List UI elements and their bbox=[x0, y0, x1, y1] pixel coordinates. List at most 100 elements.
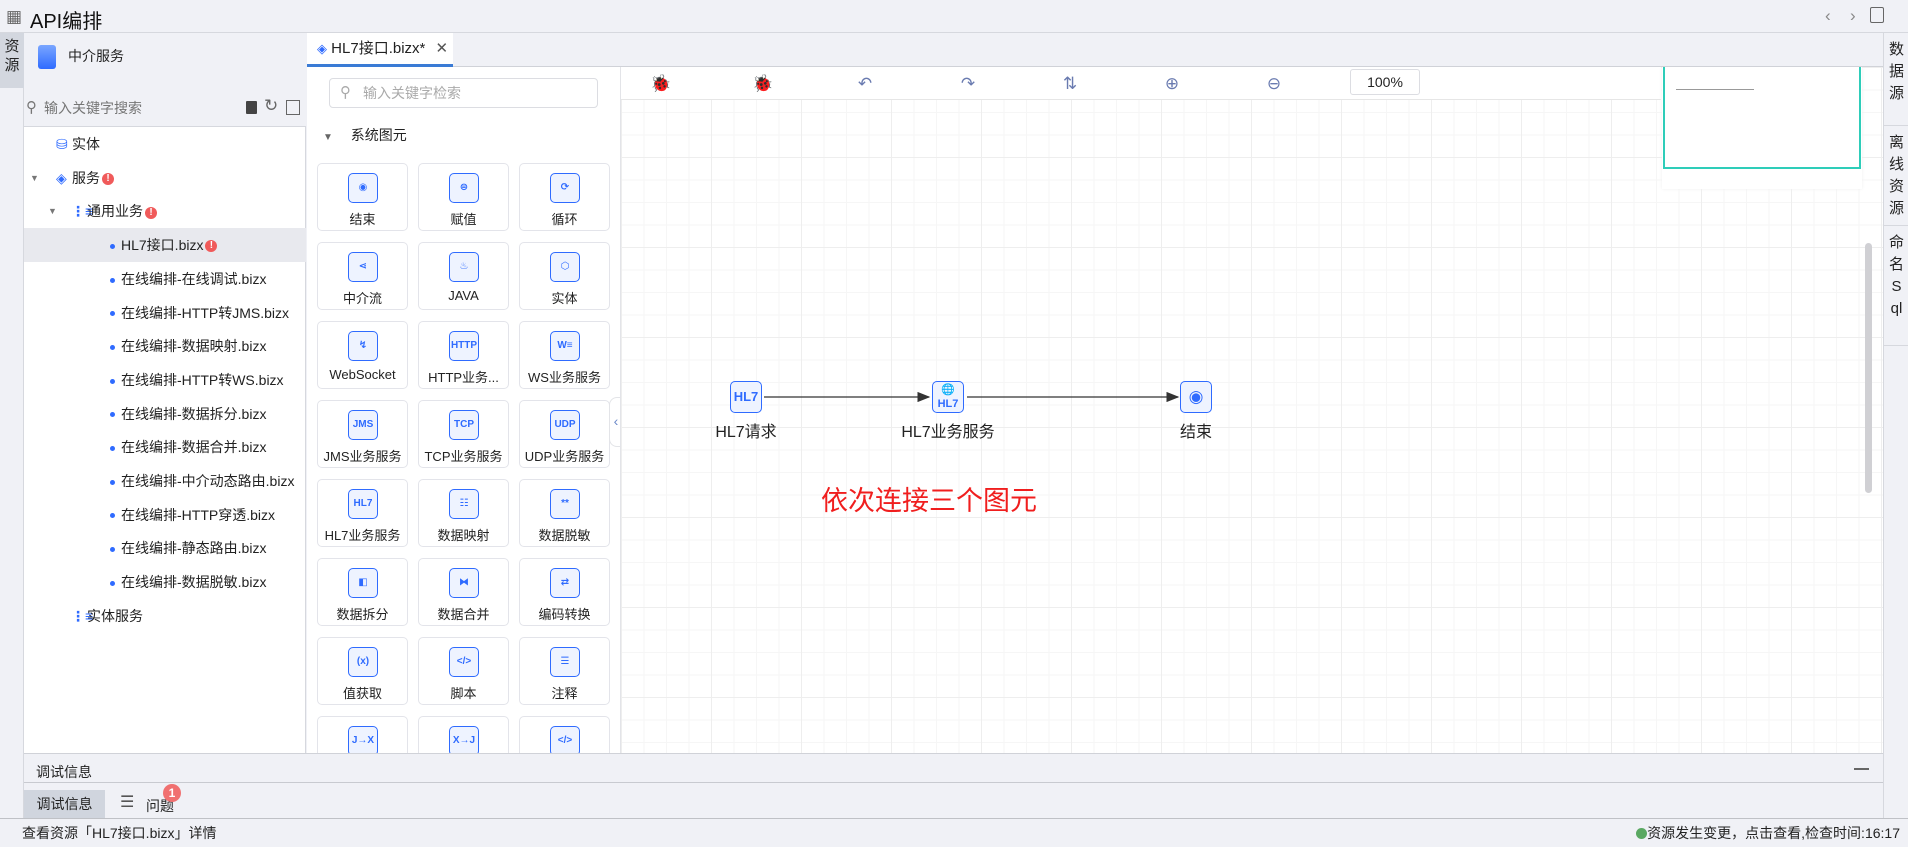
status-resource-link[interactable]: 查看资源「HL7接口.bizx」详情 bbox=[22, 825, 217, 841]
tcp-icon: TCP bbox=[449, 410, 479, 440]
minimap-viewport[interactable] bbox=[1663, 67, 1861, 169]
minimize-icon[interactable] bbox=[1854, 768, 1869, 770]
app-title: API编排 bbox=[30, 11, 103, 33]
palette-item[interactable]: ◉结束 bbox=[317, 163, 408, 231]
file-dot-icon bbox=[110, 531, 115, 565]
list-icon: ☰ bbox=[120, 794, 135, 811]
tree-item-text: 在线编排-数据合并.bizx bbox=[121, 439, 267, 456]
diagram-canvas[interactable]: 🐞 🐞 ↶ ↷ ⇅ ⊕ ⊖ 100% HL7 HL7请求 🌐HL7 HL7业务服… bbox=[621, 67, 1883, 753]
caret-down-icon[interactable]: ▼ bbox=[30, 172, 39, 183]
palette-item[interactable]: ☷数据映射 bbox=[418, 479, 509, 547]
palette-item[interactable]: ↯WebSocket bbox=[317, 321, 408, 389]
canvas-scrollbar[interactable] bbox=[1865, 243, 1872, 493]
debug-step-icon[interactable]: 🐞 bbox=[752, 74, 774, 93]
element-palette: ⚲ 输入关键字检索 ▼ 系统图元 ◉结束⊜赋值⟳循环 ⋖中介流♨JAVA⬡实体 ↯W… bbox=[307, 67, 621, 753]
ws-icon: W≡ bbox=[550, 331, 580, 361]
locate-icon[interactable] bbox=[246, 101, 257, 114]
tree-item[interactable]: ▼⋮≡通用业务! bbox=[24, 194, 306, 228]
status-change-notice[interactable]: 资源发生变更，点击查看,检查时间:16:17 bbox=[1636, 819, 1900, 847]
tab-offline-resources[interactable]: 离线资源 bbox=[1884, 126, 1908, 226]
palette-item[interactable]: **数据脱敏 bbox=[519, 479, 610, 547]
palette-item[interactable]: ⊜赋值 bbox=[418, 163, 509, 231]
tree-item-label: 在线编排-数据映射.bizx bbox=[121, 329, 266, 363]
undo-icon[interactable]: ↶ bbox=[857, 74, 873, 93]
palette-item[interactable]: ◧数据拆分 bbox=[317, 558, 408, 626]
tree-item[interactable]: 在线编排-数据脱敏.bizx bbox=[24, 565, 306, 599]
tab-hl7-interface[interactable]: ◈ HL7接口.bizx* ✕ bbox=[307, 33, 453, 67]
palette-item[interactable]: ♨JAVA bbox=[418, 242, 509, 310]
save-icon[interactable] bbox=[1870, 7, 1884, 23]
node-end-icon[interactable]: ◉ bbox=[1180, 381, 1212, 413]
palette-item[interactable]: ⧓数据合并 bbox=[418, 558, 509, 626]
tree-item[interactable]: 在线编排-HTTP转JMS.bizx bbox=[24, 296, 306, 330]
resource-panel: 中介服务 ⚲ ↻ ⛁实体▼◈服务!▼⋮≡通用业务!HL7接口.bizx!在线编排… bbox=[24, 33, 306, 753]
tree-item[interactable]: HL7接口.bizx! bbox=[24, 228, 306, 263]
minimap[interactable] bbox=[1662, 67, 1862, 189]
section-label: 系统图元 bbox=[350, 127, 407, 143]
right-strip: 数据源 离线资源 命名Sql bbox=[1883, 33, 1908, 818]
tab-named-sql[interactable]: 命名Sql bbox=[1884, 226, 1908, 346]
swap-icon[interactable]: ⇅ bbox=[1062, 74, 1078, 93]
palette-item[interactable]: </> bbox=[519, 716, 610, 753]
palette-item-label: 赋值 bbox=[450, 212, 477, 227]
palette-item[interactable]: </>脚本 bbox=[418, 637, 509, 705]
zoom-in-icon[interactable]: ⊕ bbox=[1164, 74, 1180, 93]
panel-title: 中介服务 bbox=[68, 48, 124, 64]
palette-item[interactable]: J→X bbox=[317, 716, 408, 753]
palette-item-label: 脚本 bbox=[450, 686, 477, 701]
debug-panel-title: 调试信息 bbox=[36, 764, 92, 780]
palette-item-label: JMS业务服务 bbox=[323, 449, 402, 464]
tree-item[interactable]: 在线编排-数据合并.bizx bbox=[24, 430, 306, 464]
tab-problems[interactable]: 问题 bbox=[146, 798, 174, 814]
tree-item[interactable]: ⛁实体 bbox=[24, 127, 306, 161]
refresh-icon[interactable]: ↻ bbox=[264, 96, 279, 115]
palette-item[interactable]: X→J bbox=[418, 716, 509, 753]
node-hl7-request-icon[interactable]: HL7 bbox=[730, 381, 762, 413]
tab-datasource[interactable]: 数据源 bbox=[1884, 33, 1908, 126]
palette-item[interactable]: ⋖中介流 bbox=[317, 242, 408, 310]
tree-item[interactable]: 在线编排-数据映射.bizx bbox=[24, 329, 306, 363]
zoom-out-icon[interactable]: ⊖ bbox=[1266, 74, 1282, 93]
close-icon[interactable]: ✕ bbox=[435, 40, 449, 57]
tree-item-text: 服务 bbox=[72, 169, 100, 186]
palette-item[interactable]: ⇄编码转换 bbox=[519, 558, 610, 626]
node-hl7-service-icon[interactable]: 🌐HL7 bbox=[932, 381, 964, 413]
redo-icon[interactable]: ↷ bbox=[960, 74, 976, 93]
tree-item[interactable]: 在线编排-HTTP穿透.bizx bbox=[24, 498, 306, 532]
udp-icon: UDP bbox=[550, 410, 580, 440]
debug-run-icon[interactable]: 🐞 bbox=[650, 74, 672, 93]
tree-item[interactable]: ▼◈服务! bbox=[24, 161, 306, 195]
tab-resources[interactable]: 资源 bbox=[0, 33, 24, 88]
tree-search-input[interactable] bbox=[44, 97, 244, 119]
tree-item[interactable]: 在线编排-在线调试.bizx bbox=[24, 262, 306, 296]
collapse-palette-handle[interactable]: ‹ bbox=[609, 397, 620, 447]
zoom-level[interactable]: 100% bbox=[1350, 69, 1420, 95]
palette-item[interactable]: (x)值获取 bbox=[317, 637, 408, 705]
palette-item-label: 结束 bbox=[349, 212, 376, 227]
palette-item[interactable]: ☰注释 bbox=[519, 637, 610, 705]
palette-item[interactable]: ⬡实体 bbox=[519, 242, 610, 310]
tree-item[interactable]: 在线编排-中介动态路由.bizx bbox=[24, 464, 306, 498]
tree-item-label: 在线编排-在线调试.bizx bbox=[121, 262, 266, 296]
section-system-elements[interactable]: ▼ 系统图元 bbox=[323, 125, 407, 145]
tree-item-label: 实体服务 bbox=[87, 599, 143, 633]
caret-down-icon[interactable]: ▼ bbox=[48, 206, 57, 217]
tab-debug-info[interactable]: 调试信息 bbox=[24, 790, 105, 818]
palette-search[interactable]: ⚲ 输入关键字检索 bbox=[329, 78, 598, 108]
tree-item[interactable]: ⋮≡实体服务 bbox=[24, 599, 306, 633]
status-change-text: 资源发生变更，点击查看,检查时间:16:17 bbox=[1647, 825, 1900, 841]
palette-item[interactable]: W≡WS业务服务 bbox=[519, 321, 610, 389]
palette-item[interactable]: ⟳循环 bbox=[519, 163, 610, 231]
tree-item[interactable]: 在线编排-HTTP转WS.bizx bbox=[24, 363, 306, 397]
back-icon[interactable]: ‹ bbox=[1825, 6, 1831, 25]
tree-item[interactable]: 在线编排-静态路由.bizx bbox=[24, 531, 306, 565]
tree-item[interactable]: 在线编排-数据拆分.bizx bbox=[24, 397, 306, 431]
palette-item-label: 数据映射 bbox=[437, 528, 490, 543]
forward-icon[interactable]: › bbox=[1850, 6, 1856, 25]
collapse-all-icon[interactable] bbox=[286, 100, 300, 115]
